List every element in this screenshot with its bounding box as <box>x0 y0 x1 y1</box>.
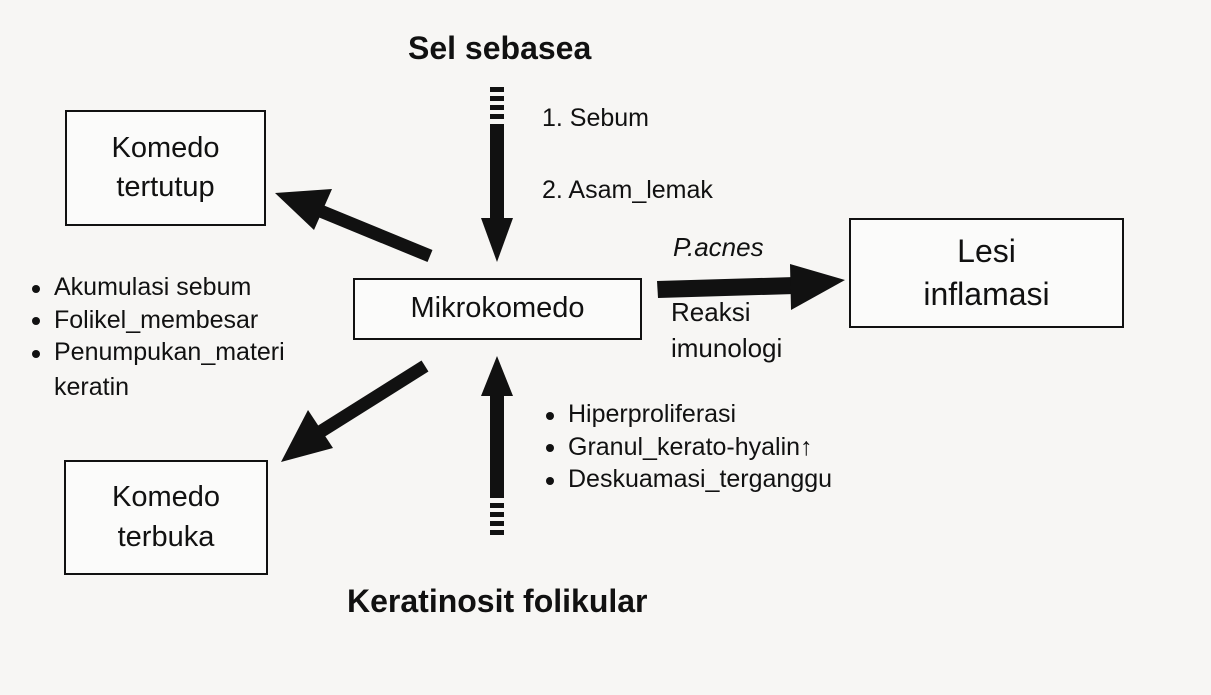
source-sebaceous-cells: Sel sebasea <box>408 30 592 66</box>
feature-item: Penumpukan_materi <box>26 336 285 369</box>
box-open-comedo: Komedo terbuka <box>64 460 268 575</box>
keratinocyte-item: Deskuamasi_terganggu <box>540 463 832 496</box>
inflammatory-lesion-line1: Lesi <box>957 232 1016 269</box>
inflammatory-lesion-line2: inflamasi <box>923 276 1050 312</box>
open-comedo-line2: terbuka <box>117 520 215 553</box>
feature-item: Akumulasi sebum <box>26 271 285 304</box>
open-comedo-line1: Komedo <box>111 481 220 514</box>
label-reaction-line1: Reaksi <box>671 297 751 327</box>
arrow-sebaceous-to-microcomedo <box>481 87 513 262</box>
microcomedo-label: Mikrokomedo <box>410 292 585 325</box>
product-sebum: 1. Sebum <box>542 104 650 132</box>
closed-comedo-line2: tertutup <box>116 171 215 203</box>
feature-item-continuation: keratin <box>54 373 130 401</box>
microcomedo-features-list: Akumulasi sebum Folikel_membesar Penumpu… <box>26 271 285 369</box>
box-microcomedo: Mikrokomedo <box>353 278 642 340</box>
keratinocyte-item: Granul_kerato-hyalin↑ <box>540 431 832 464</box>
closed-comedo-line1: Komedo <box>111 131 220 164</box>
arrow-to-open-comedo <box>281 360 429 462</box>
label-reaction-line2: imunologi <box>671 333 783 363</box>
arrow-to-inflammatory-lesion <box>657 264 845 310</box>
feature-item: Folikel_membesar <box>26 304 285 337</box>
arrow-to-closed-comedo <box>275 189 433 263</box>
product-fatty-acid: 2. Asam_lemak <box>542 176 713 204</box>
source-follicular-keratinocytes: Keratinosit folikular <box>347 583 648 619</box>
keratinocyte-item: Hiperproliferasi <box>540 398 832 431</box>
box-inflammatory-lesion: Lesi inflamasi <box>849 218 1124 328</box>
label-p-acnes: P.acnes <box>673 232 764 262</box>
arrow-keratinocyte-to-microcomedo <box>481 356 513 535</box>
keratinocyte-features-list: Hiperproliferasi Granul_kerato-hyalin↑ D… <box>540 398 832 496</box>
box-closed-comedo: Komedo tertutup <box>65 110 266 226</box>
